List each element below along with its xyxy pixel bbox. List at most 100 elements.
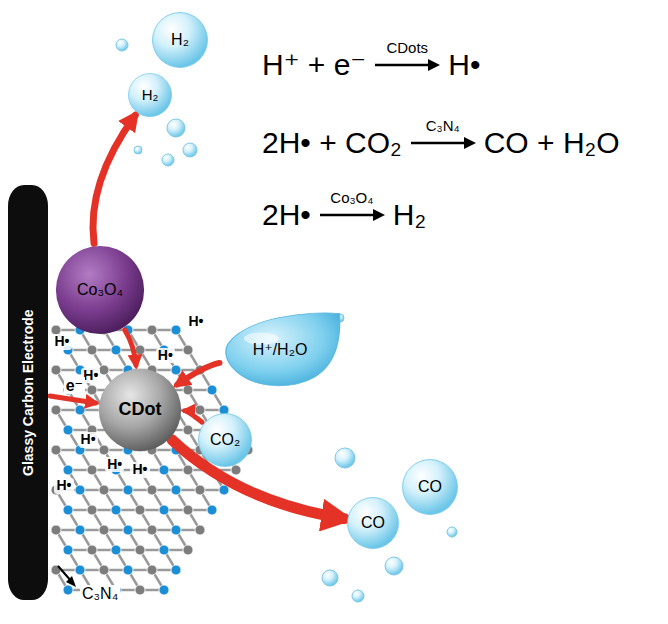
- lattice-atom: [99, 445, 109, 455]
- lattice-atom: [87, 505, 97, 515]
- sphere-body: [56, 246, 144, 334]
- node-label: H⁺/H₂O: [253, 341, 308, 359]
- bubble: [162, 154, 174, 166]
- lattice-atom: [51, 445, 61, 455]
- node-label: Co₃O₄: [77, 281, 123, 299]
- h-radical: H•: [79, 432, 98, 447]
- small-bubbles: [116, 39, 457, 602]
- sphere-node: CO: [347, 497, 399, 549]
- lattice-atom: [195, 485, 205, 495]
- lattice-atom: [159, 465, 169, 475]
- lattice-atom: [75, 525, 85, 535]
- lattice-atom: [99, 525, 109, 535]
- pointer-head: [66, 576, 76, 587]
- lattice-atom: [171, 565, 181, 575]
- lattice-atom: [63, 545, 73, 555]
- catalyst-label: CDots: [386, 40, 428, 57]
- arrow-shaft: [375, 63, 430, 66]
- lattice-atom: [147, 325, 157, 335]
- bubble: [322, 570, 338, 586]
- arrow-shaft: [411, 141, 466, 144]
- lattice-atom: [111, 505, 121, 515]
- catalyst-label: Co₃O₄: [330, 190, 373, 207]
- lattice-atom: [87, 385, 97, 395]
- lattice-atom: [51, 405, 61, 415]
- node-label: CO₂: [210, 431, 240, 449]
- lattice-atom: [111, 545, 121, 555]
- equation-term: H₂: [393, 198, 426, 231]
- node-label: CO: [361, 514, 385, 532]
- drop-body: [226, 313, 340, 386]
- material-label: C₃N₄: [80, 585, 120, 603]
- h-radical: H•: [130, 462, 149, 477]
- sphere-body: [199, 414, 252, 467]
- lattice-atom: [147, 565, 157, 575]
- lattice-atom: [135, 545, 145, 555]
- lattice-atom: [99, 485, 109, 495]
- reaction-arrow: [172, 440, 344, 519]
- lattice-atom: [87, 545, 97, 555]
- catalyst-label: C₃N₄: [426, 118, 460, 135]
- lattice-atom: [195, 525, 205, 535]
- lattice-atom: [183, 465, 193, 475]
- arrow-head: [373, 209, 385, 221]
- lattice-atom: [111, 345, 121, 355]
- lattice-atom: [75, 565, 85, 575]
- lattice-atom: [75, 405, 85, 415]
- sphere-body: [99, 369, 181, 451]
- lattice-atom: [171, 485, 181, 495]
- arrow-head: [428, 59, 440, 71]
- lattice-atom: [171, 365, 181, 375]
- reaction-arrow: [185, 411, 202, 422]
- lattice-atom: [99, 365, 109, 375]
- node-label: H₂: [171, 31, 189, 49]
- lattice-atom: [159, 505, 169, 515]
- bubble: [385, 557, 403, 575]
- lattice-atom: [195, 405, 205, 415]
- lattice-atom: [159, 545, 169, 555]
- sphere-body: [403, 460, 458, 515]
- electron-label: e⁻: [64, 377, 85, 395]
- lattice-atom: [147, 525, 157, 535]
- bubble: [167, 119, 185, 137]
- bubble: [183, 143, 197, 157]
- reaction-arrow: [177, 363, 219, 385]
- lattice-atom: [183, 505, 193, 515]
- lattice-atom: [135, 585, 145, 595]
- reaction-arrow: [93, 115, 135, 243]
- equation-term: CO + H₂O: [484, 126, 620, 159]
- h-radical: H•: [52, 334, 71, 349]
- lattice-atom: [147, 485, 157, 495]
- bubble: [116, 39, 128, 51]
- lattice-atom: [63, 585, 73, 595]
- water-drop: H⁺/H₂O: [218, 312, 342, 388]
- reaction-arrow: [50, 396, 96, 403]
- lattice-atom: [123, 485, 133, 495]
- bubble: [447, 527, 457, 537]
- h-radical: H•: [156, 348, 175, 363]
- lattice-atom: [63, 465, 73, 475]
- node-label: CDot: [119, 400, 162, 420]
- bubble: [352, 590, 364, 602]
- arrow-symbol: [410, 137, 476, 149]
- reaction-arrow: [125, 330, 136, 365]
- reaction-arrow: Co₃O₄: [319, 190, 385, 231]
- electrode-bar: Glassy Carbon Electrode: [8, 185, 48, 600]
- lattice-atom: [51, 525, 61, 535]
- lattice-atom: [87, 345, 97, 355]
- sphere-body: [153, 13, 208, 68]
- node-label: Glassy Carbon Electrode: [20, 309, 35, 476]
- sphere-node: H₂: [152, 12, 208, 68]
- reaction-arrow: CDots: [374, 40, 440, 81]
- electrode-body: [8, 185, 48, 600]
- lattice-atom: [183, 345, 193, 355]
- lattice-atom: [183, 545, 193, 555]
- equation-term: 2H•: [262, 198, 311, 231]
- arrow-symbol: [374, 59, 440, 71]
- bubble: [335, 448, 355, 468]
- equation-term: 2H• + CO₂: [262, 126, 402, 159]
- lattice-atom: [135, 505, 145, 515]
- lattice-atom: [51, 365, 61, 375]
- sphere-node: Co₃O₄: [55, 245, 145, 335]
- lattice-atom: [63, 505, 73, 515]
